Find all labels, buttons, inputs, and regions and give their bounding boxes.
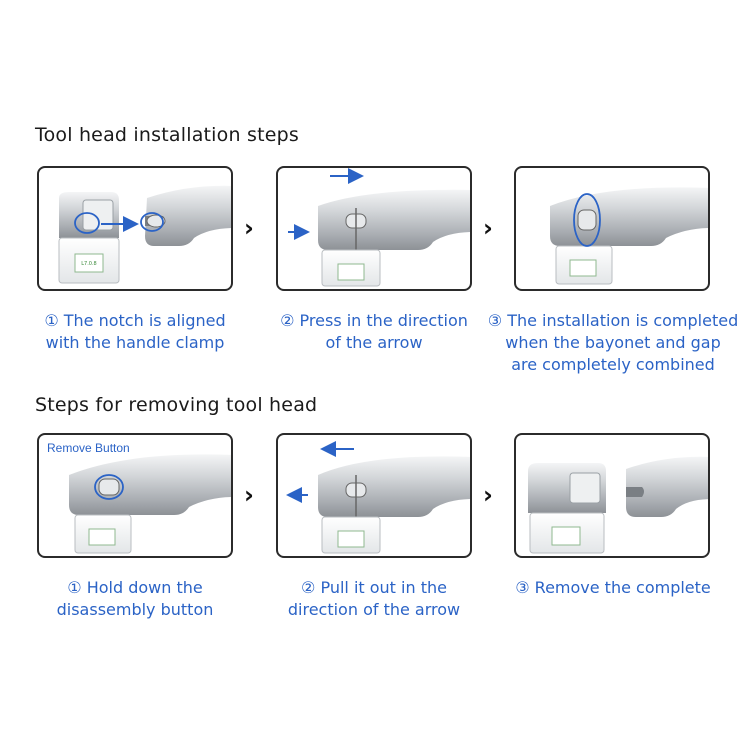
caption-line: ② Press in the direction <box>280 311 468 330</box>
cartridge-label: L7.0.8 <box>81 261 97 267</box>
caption-line: ① Hold down the <box>67 578 203 597</box>
caption-line: are completely combined <box>511 355 715 374</box>
install-step-3-caption: ③ The installation is completed when the… <box>482 310 744 376</box>
caption-line: ① The notch is aligned <box>44 311 226 330</box>
install-step-1-caption: ① The notch is aligned with the handle c… <box>37 310 233 354</box>
next-chevron: › <box>244 214 254 242</box>
caption-line: ③ Remove the complete <box>515 578 711 597</box>
remove-button-label: Remove Button <box>47 441 130 455</box>
install-section-title: Tool head installation steps <box>35 124 299 146</box>
caption-line: ③ The installation is completed <box>487 311 739 330</box>
remove-step-1-image: Remove Button <box>37 433 233 558</box>
remove-step-1-caption: ① Hold down the disassembly button <box>37 577 233 621</box>
caption-line: when the bayonet and gap <box>505 333 721 352</box>
remove-section-title: Steps for removing tool head <box>35 394 318 416</box>
next-chevron: › <box>244 481 254 509</box>
install-step-2-image <box>276 166 472 291</box>
remove-step-3-caption: ③ Remove the complete <box>494 577 732 599</box>
remove-step-3-image <box>514 433 710 558</box>
remove-step-2-image <box>276 433 472 558</box>
install-step-3-image <box>514 166 710 291</box>
remove-step-2-caption: ② Pull it out in the direction of the ar… <box>266 577 482 621</box>
caption-line: disassembly button <box>56 600 214 619</box>
next-chevron: › <box>483 481 493 509</box>
caption-line: with the handle clamp <box>45 333 225 352</box>
caption-line: ② Pull it out in the <box>301 578 447 597</box>
next-chevron: › <box>483 214 493 242</box>
caption-line: direction of the arrow <box>287 600 461 619</box>
caption-line: of the arrow <box>325 333 423 352</box>
install-step-1-image: L7.0.8 <box>37 166 233 291</box>
install-step-2-caption: ② Press in the direction of the arrow <box>266 310 482 354</box>
